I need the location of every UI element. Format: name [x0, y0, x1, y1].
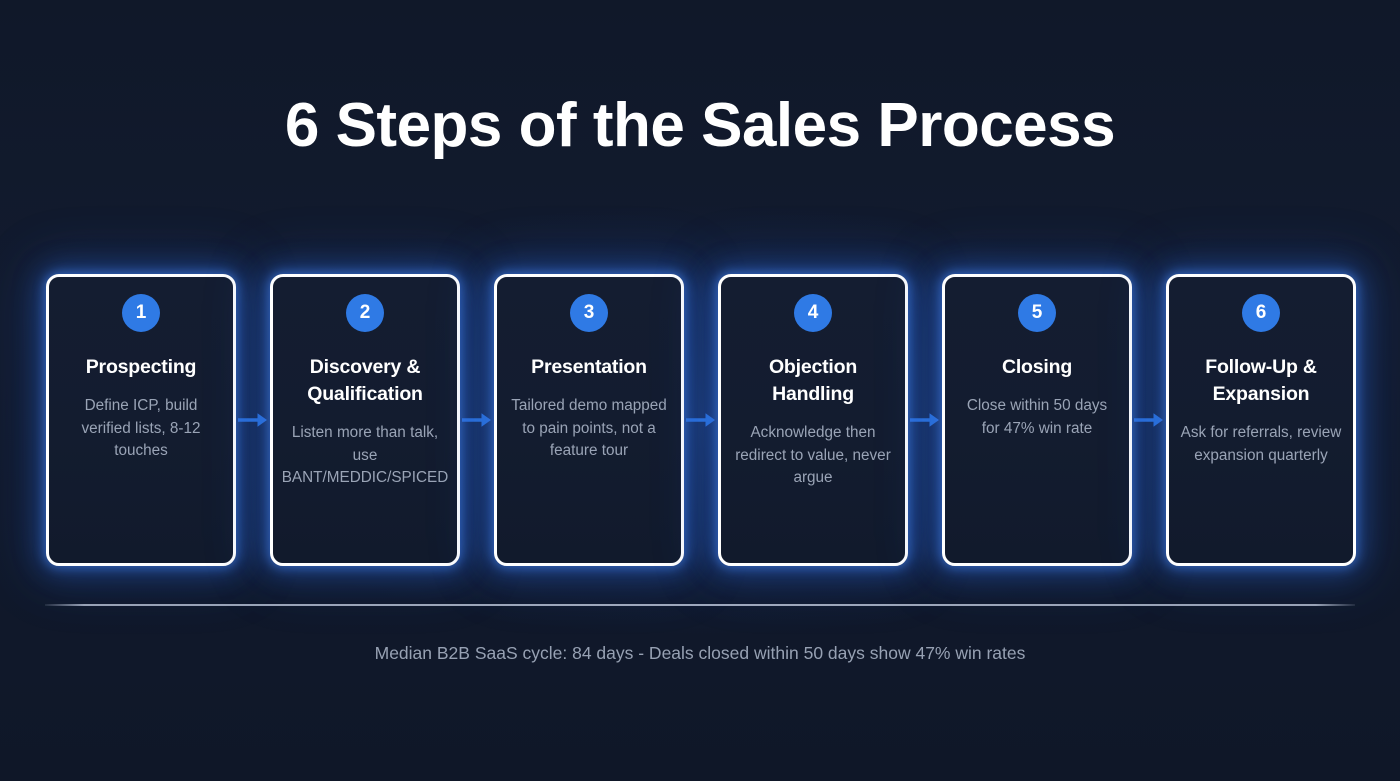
page-title: 6 Steps of the Sales Process	[284, 91, 1116, 160]
step-description-4: Acknowledge then redirect to value, neve…	[735, 424, 891, 486]
step-description-3: Tailored demo mapped to pain points, not…	[511, 397, 667, 459]
step-title-3: Presentation	[531, 356, 647, 378]
arrow-right-icon	[1132, 274, 1166, 566]
arrow-right-icon	[460, 274, 494, 566]
step-number-badge-1: 1	[122, 294, 160, 332]
footer-note: Median B2B SaaS cycle: 84 days - Deals c…	[374, 643, 1026, 663]
step-description-2: Listen more than talk, use BANT/MEDDIC/S…	[281, 424, 449, 486]
process-step-card-3[interactable]: 3 Presentation Tailored demo mapped to p…	[494, 274, 684, 566]
process-step-card-4[interactable]: 4 Objection Handling Acknowledge then re…	[718, 274, 908, 566]
step-number-badge-4: 4	[794, 294, 832, 332]
step-title-5: Closing	[1001, 356, 1073, 378]
arrow-right-icon	[908, 274, 942, 566]
step-description-6: Ask for referrals, review expansion quar…	[1180, 424, 1342, 464]
footer-divider	[45, 604, 1355, 606]
step-title-6: Follow-Up & Expansion	[1205, 356, 1317, 405]
process-step-card-5[interactable]: 5 Closing Close within 50 days for 47% w…	[942, 274, 1132, 566]
step-number-badge-6: 6	[1242, 294, 1280, 332]
arrow-right-icon	[236, 274, 270, 566]
step-title-4: Objection Handling	[768, 356, 858, 405]
step-number-badge-2: 2	[346, 294, 384, 332]
process-step-card-6[interactable]: 6 Follow-Up & Expansion Ask for referral…	[1166, 274, 1356, 566]
process-step-card-2[interactable]: 2 Discovery & Qualification Listen more …	[270, 274, 460, 566]
step-number-badge-5: 5	[1018, 294, 1056, 332]
step-number-badge-3: 3	[570, 294, 608, 332]
arrow-right-icon	[684, 274, 718, 566]
step-description-5: Close within 50 days for 47% win rate	[966, 397, 1108, 437]
step-title-1: Prospecting	[85, 356, 197, 378]
step-description-1: Define ICP, build verified lists, 8-12 t…	[81, 397, 201, 459]
process-flow: 1 Prospecting Define ICP, build verified…	[46, 274, 1356, 566]
process-step-card-1[interactable]: 1 Prospecting Define ICP, build verified…	[46, 274, 236, 566]
step-title-2: Discovery & Qualification	[307, 356, 423, 405]
